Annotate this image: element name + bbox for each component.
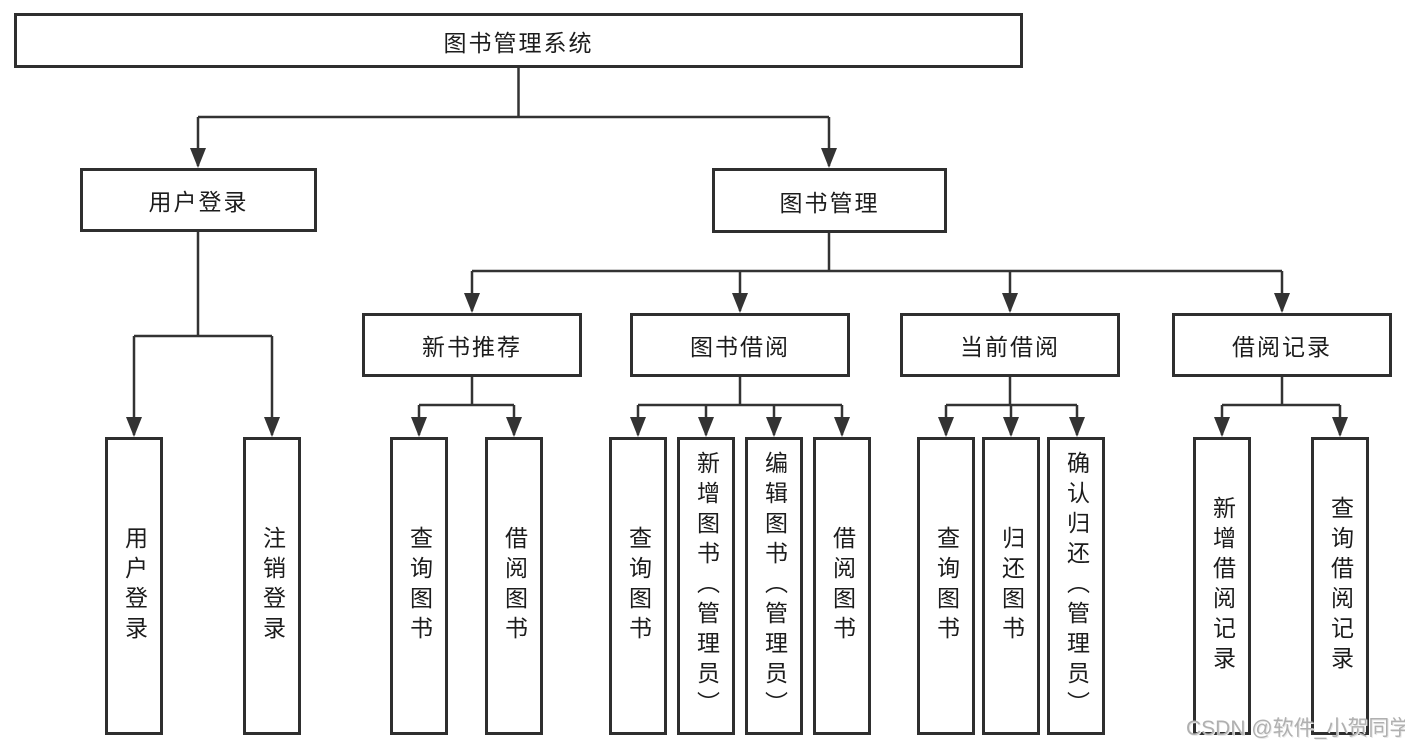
- node-user-login: 用户登录: [80, 168, 317, 232]
- leaf-bb-query-books: 查询图书: [609, 437, 667, 735]
- connector-current-borrow: [946, 377, 1077, 407]
- connector-book-management: [472, 233, 1282, 273]
- connector-new-book-recommend: [419, 377, 514, 407]
- leaf-cb-return-books-label: 归还图书: [998, 526, 1025, 646]
- node-root: 图书管理系统: [14, 13, 1023, 68]
- leaf-br-add-record-label: 新增借阅记录: [1209, 496, 1236, 676]
- node-book-borrow-label: 图书借阅: [690, 334, 790, 360]
- node-borrow-records-label: 借阅记录: [1232, 334, 1332, 360]
- node-book-management-label: 图书管理: [779, 189, 880, 216]
- leaf-nb-query-books: 查询图书: [390, 437, 448, 735]
- node-book-borrow: 图书借阅: [630, 313, 850, 377]
- node-book-management: 图书管理: [712, 168, 947, 233]
- node-new-book-recommend-label: 新书推荐: [422, 334, 522, 360]
- leaf-cb-query-books: 查询图书: [917, 437, 975, 735]
- leaf-user-login-label: 用户登录: [121, 526, 148, 646]
- leaf-bb-borrow-books-label: 借阅图书: [829, 526, 856, 646]
- node-current-borrow-label: 当前借阅: [960, 334, 1060, 360]
- node-current-borrow: 当前借阅: [900, 313, 1120, 377]
- leaf-cb-return-books: 归还图书: [982, 437, 1040, 735]
- watermark: CSDN @软件_小贺同学: [1186, 717, 1405, 740]
- leaf-nb-borrow-books-label: 借阅图书: [501, 526, 528, 646]
- leaf-cb-confirm-return-admin-label: 确认归还（管理员）: [1063, 451, 1090, 721]
- connector-user-login: [134, 232, 272, 338]
- leaf-logout-login-label: 注销登录: [259, 526, 286, 646]
- node-user-login-label: 用户登录: [148, 189, 249, 215]
- leaf-bb-add-books-admin-label: 新增图书（管理员）: [693, 451, 720, 721]
- leaf-cb-query-books-label: 查询图书: [933, 526, 960, 646]
- leaf-bb-edit-books-admin-label: 编辑图书（管理员）: [761, 451, 788, 721]
- leaf-br-query-record-label: 查询借阅记录: [1327, 496, 1354, 676]
- connector-root: [198, 68, 829, 119]
- node-borrow-records: 借阅记录: [1172, 313, 1392, 377]
- connector-borrow-records: [1222, 377, 1340, 407]
- leaf-br-add-record: 新增借阅记录: [1193, 437, 1251, 735]
- leaf-bb-borrow-books: 借阅图书: [813, 437, 871, 735]
- leaf-logout-login: 注销登录: [243, 437, 301, 735]
- leaf-bb-query-books-label: 查询图书: [625, 526, 652, 646]
- leaf-bb-edit-books-admin: 编辑图书（管理员）: [745, 437, 803, 735]
- node-root-label: 图书管理系统: [443, 29, 594, 56]
- leaf-nb-query-books-label: 查询图书: [406, 526, 433, 646]
- leaf-nb-borrow-books: 借阅图书: [485, 437, 543, 735]
- node-new-book-recommend: 新书推荐: [362, 313, 582, 377]
- leaf-br-query-record: 查询借阅记录: [1311, 437, 1369, 735]
- leaf-user-login: 用户登录: [105, 437, 163, 735]
- leaf-cb-confirm-return-admin: 确认归还（管理员）: [1047, 437, 1105, 735]
- leaf-bb-add-books-admin: 新增图书（管理员）: [677, 437, 735, 735]
- connector-book-borrow: [638, 377, 842, 407]
